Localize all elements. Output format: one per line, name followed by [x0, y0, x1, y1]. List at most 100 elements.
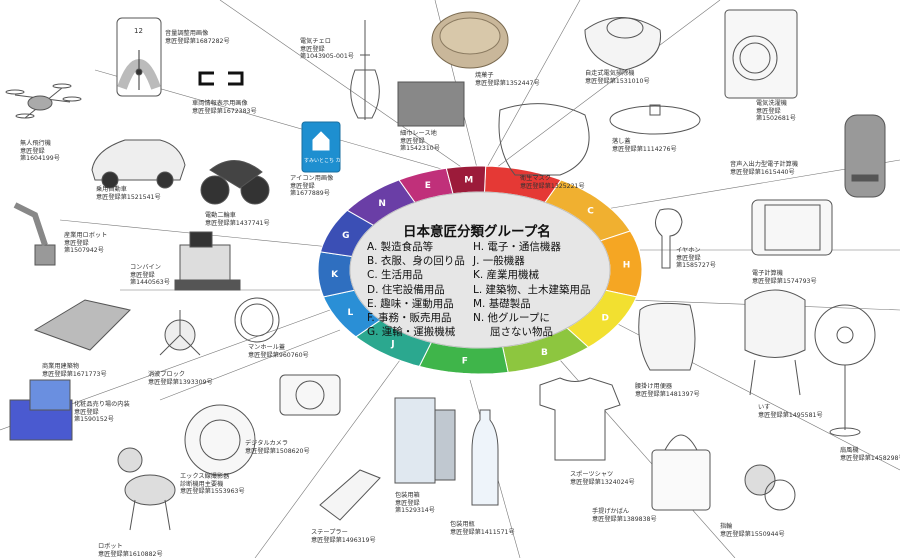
e-bike-drawing [200, 160, 270, 205]
caption-line: 第1043905-001号 [300, 53, 354, 61]
caption-bottle: 包装用瓶意匠登録第1411571号 [450, 521, 515, 536]
drone-drawing [5, 83, 82, 119]
center-title: 日本意匠分類グループ名 [403, 224, 551, 240]
caption-mask: 衛生マスク意匠登録第1325221号 [520, 175, 585, 190]
caption-line: 意匠登録第1411571号 [450, 528, 515, 536]
caption-line: 乗用自動車 [96, 186, 127, 193]
caption-manhole: マンホール蓋意匠登録第960760号 [248, 344, 309, 359]
handbag-drawing [651, 434, 711, 511]
ring-letter-h: H [623, 260, 631, 270]
caption-line: 意匠登録第1672383号 [192, 107, 257, 115]
category-item: E. 趣味・運動用品 [367, 297, 454, 310]
caption-line: 意匠登録第1324024号 [570, 478, 635, 486]
caption-line: 電動二輪車 [205, 212, 236, 219]
xray-drawing [184, 404, 256, 476]
category-item: A. 製造食品等 [367, 241, 434, 253]
caption-line: 第1502681号 [756, 115, 796, 123]
smart-speaker-drawing [844, 114, 886, 198]
app-screen-drawing: 12 [116, 17, 162, 97]
caption-line: 意匠登録 [64, 239, 89, 247]
caption-line: 意匠登録第1437741号 [205, 219, 270, 227]
caption-line: 自走式電気掃除機 [585, 70, 635, 77]
camera-drawing [279, 374, 341, 416]
caption-line: 第1542310号 [400, 145, 440, 153]
washer-drawing [724, 9, 798, 99]
ring-letter-b: B [541, 348, 548, 358]
caption-line: 細巾レース地 [400, 130, 437, 137]
category-item: D. 住宅設備用品 [367, 283, 445, 296]
ring-letter-n: N [378, 199, 386, 209]
building-drawing [33, 299, 131, 351]
ring-letter-f: F [462, 357, 468, 367]
caption-line: 音量調整用画像 [165, 30, 209, 37]
caption-line: 意匠登録第1553963号 [180, 488, 245, 496]
caption-washer: 電気洗濯機意匠登録第1502681号 [756, 100, 796, 123]
caption-industrial-robot: 産業用ロボット意匠登録第1507942号 [64, 232, 107, 255]
category-item: J. 一般機器 [473, 255, 525, 268]
caption-line: 意匠登録 [676, 254, 701, 262]
caption-line: 落し蓋 [612, 138, 631, 145]
caption-line: 産業用ロボット [64, 232, 108, 239]
caption-line: 意匠登録第1687282号 [165, 37, 230, 45]
sports-car-drawing [91, 139, 186, 189]
earphone-drawing [655, 208, 683, 269]
caption-wave-block: 消波ブロック意匠登録第1393309号 [148, 371, 213, 386]
caption-building: 商業用建築物意匠登録第1671773号 [42, 363, 107, 378]
caption-line: 第1604199号 [20, 155, 60, 163]
caption-chair: いす意匠登録第1495581号 [758, 404, 823, 419]
toilet-drawing [638, 302, 696, 371]
caption-line: 音声入出力型電子計算機 [730, 161, 799, 168]
wave-block-drawing [159, 310, 201, 356]
caption-line: 無人飛行機 [20, 140, 51, 147]
caption-drone: 無人飛行機意匠登録第1604199号 [20, 140, 60, 163]
caption-line: 意匠登録第1352447号 [475, 79, 540, 87]
caption-line: 焼菓子 [475, 72, 494, 79]
caption-line: 意匠登録 [400, 137, 425, 145]
fan-drawing [814, 304, 876, 437]
caption-line: 意匠登録第1496319号 [311, 536, 376, 544]
caption-line: 意匠登録第1671773号 [42, 370, 107, 378]
ring-letter-m: M [464, 175, 473, 185]
ring-letter-l: L [348, 308, 354, 318]
caption-line: エックス線撮影器 [180, 473, 230, 480]
caption-line: 第1440563号 [130, 279, 170, 287]
caption-line: 意匠登録 [395, 499, 420, 507]
caption-line: マンホール蓋 [248, 344, 286, 351]
caption-line: いす [758, 404, 771, 411]
category-item: B. 衣服、身の回り品 [367, 255, 465, 268]
caption-handbag: 手提げかばん意匠登録第1389838号 [592, 508, 657, 523]
app-icon-text: すみいとこち カルテ [304, 158, 351, 164]
caption-line: 電気チェロ [300, 38, 331, 45]
game-console-drawing [751, 199, 833, 256]
robot-vacuum-drawing [584, 17, 662, 71]
caption-line: 電気洗濯機 [756, 100, 787, 107]
drain-lid-drawing [609, 104, 701, 135]
caption-line: 衛生マスク [520, 175, 551, 182]
caption-line: 第1590152号 [74, 416, 114, 424]
caption-line: 扇風機 [840, 447, 859, 454]
app-screen-number: 12 [134, 27, 143, 35]
caption-lace: 細巾レース地意匠登録第1542310号 [400, 130, 440, 153]
caption-line: 意匠登録第1495581号 [758, 411, 823, 419]
caption-earphone: イヤホン意匠登録第1585727号 [676, 247, 716, 270]
caption-cake: 焼菓子意匠登録第1352447号 [475, 72, 540, 87]
caption-package-box: 包装用箱意匠登録第1529314号 [395, 492, 435, 515]
caption-line: デジタルカメラ [245, 440, 289, 447]
stapler-drawing [319, 469, 381, 521]
app-icon-drawing: すみいとこち カルテ [301, 121, 351, 173]
caption-line: 意匠登録 [74, 408, 99, 416]
ring-letter-k: K [331, 270, 339, 280]
category-ring: ACHDBFJLKGNEM [317, 165, 643, 375]
caption-stapler: ステープラー意匠登録第1496319号 [311, 529, 376, 544]
category-item: H. 電子・通信機器 [473, 241, 561, 253]
caption-line: 意匠登録 [130, 271, 155, 279]
caption-combine: コンバイン意匠登録第1440563号 [130, 264, 170, 287]
caption-line: 指輪 [720, 523, 733, 530]
industrial-robot-drawing [13, 202, 56, 266]
caption-line: 意匠登録第1574793号 [752, 277, 817, 285]
caption-line: イヤホン [676, 247, 701, 254]
caption-line: 包装用箱 [395, 492, 420, 499]
caption-robot-dog: ロボット意匠登録第1610882号 [98, 543, 163, 558]
caption-app-icon: アイコン用画像意匠登録第1677889号 [290, 175, 333, 198]
